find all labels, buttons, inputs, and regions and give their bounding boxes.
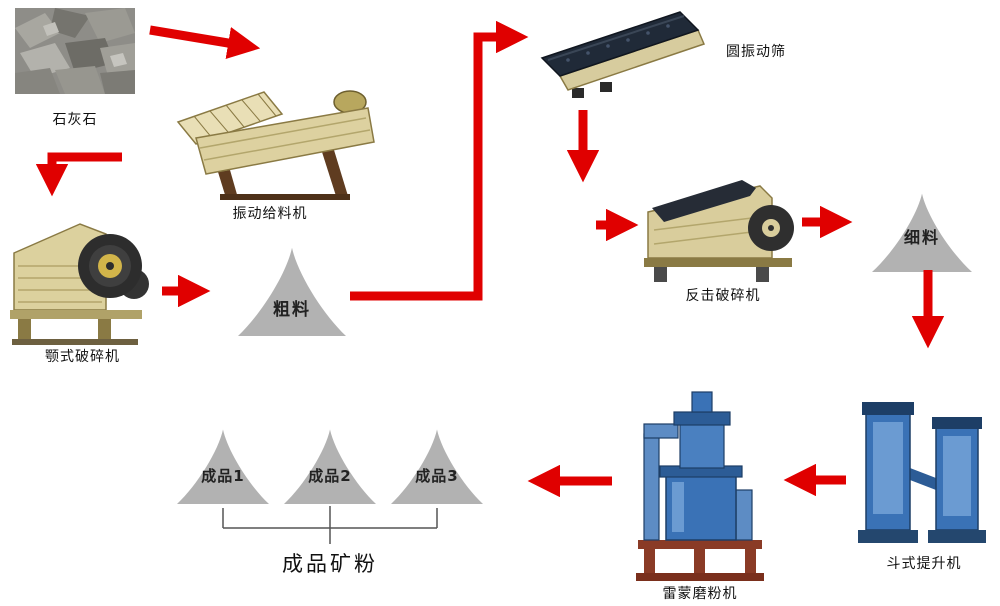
coarse-material-cone: 粗料: [238, 246, 346, 336]
limestone-label: 石灰石: [52, 112, 98, 128]
bucket-elevator-label: 斗式提升机: [886, 556, 962, 572]
product-cone-1: 成品1: [177, 428, 269, 504]
raymond-mill-label: 雷蒙磨粉机: [662, 586, 738, 602]
coarse-material-label: 粗料: [273, 300, 311, 320]
product-cone-3: 成品3: [391, 428, 483, 504]
products-bracket: [222, 506, 438, 544]
vibrating-feeder-label: 振动给料机: [232, 206, 308, 222]
vibrating-screen-illustration: [538, 8, 710, 100]
jaw-crusher-illustration: [8, 208, 158, 348]
jaw-crusher-label: 颚式破碎机: [45, 349, 120, 365]
raymond-mill-illustration: [622, 382, 778, 584]
vibrating-screen-label: 圆振动筛: [726, 44, 786, 60]
impact-crusher-label: 反击破碎机: [685, 288, 761, 304]
product-label-1: 成品1: [201, 467, 245, 485]
product-label-3: 成品3: [415, 467, 459, 485]
vibrating-feeder-illustration: [172, 82, 377, 202]
arrow-limestone-to-feeder: [149, 25, 261, 60]
fine-material-label: 细料: [903, 228, 940, 247]
limestone-photo: [15, 8, 135, 94]
fine-material-cone: 细料: [872, 192, 972, 272]
product-label-2: 成品2: [308, 467, 352, 485]
product-cone-2: 成品2: [284, 428, 376, 504]
impact-crusher-illustration: [640, 166, 802, 284]
arrow-to-jaw-crusher: [35, 152, 122, 197]
bucket-elevator-illustration: [856, 398, 994, 550]
final-product-label: 成品矿粉: [282, 552, 378, 576]
